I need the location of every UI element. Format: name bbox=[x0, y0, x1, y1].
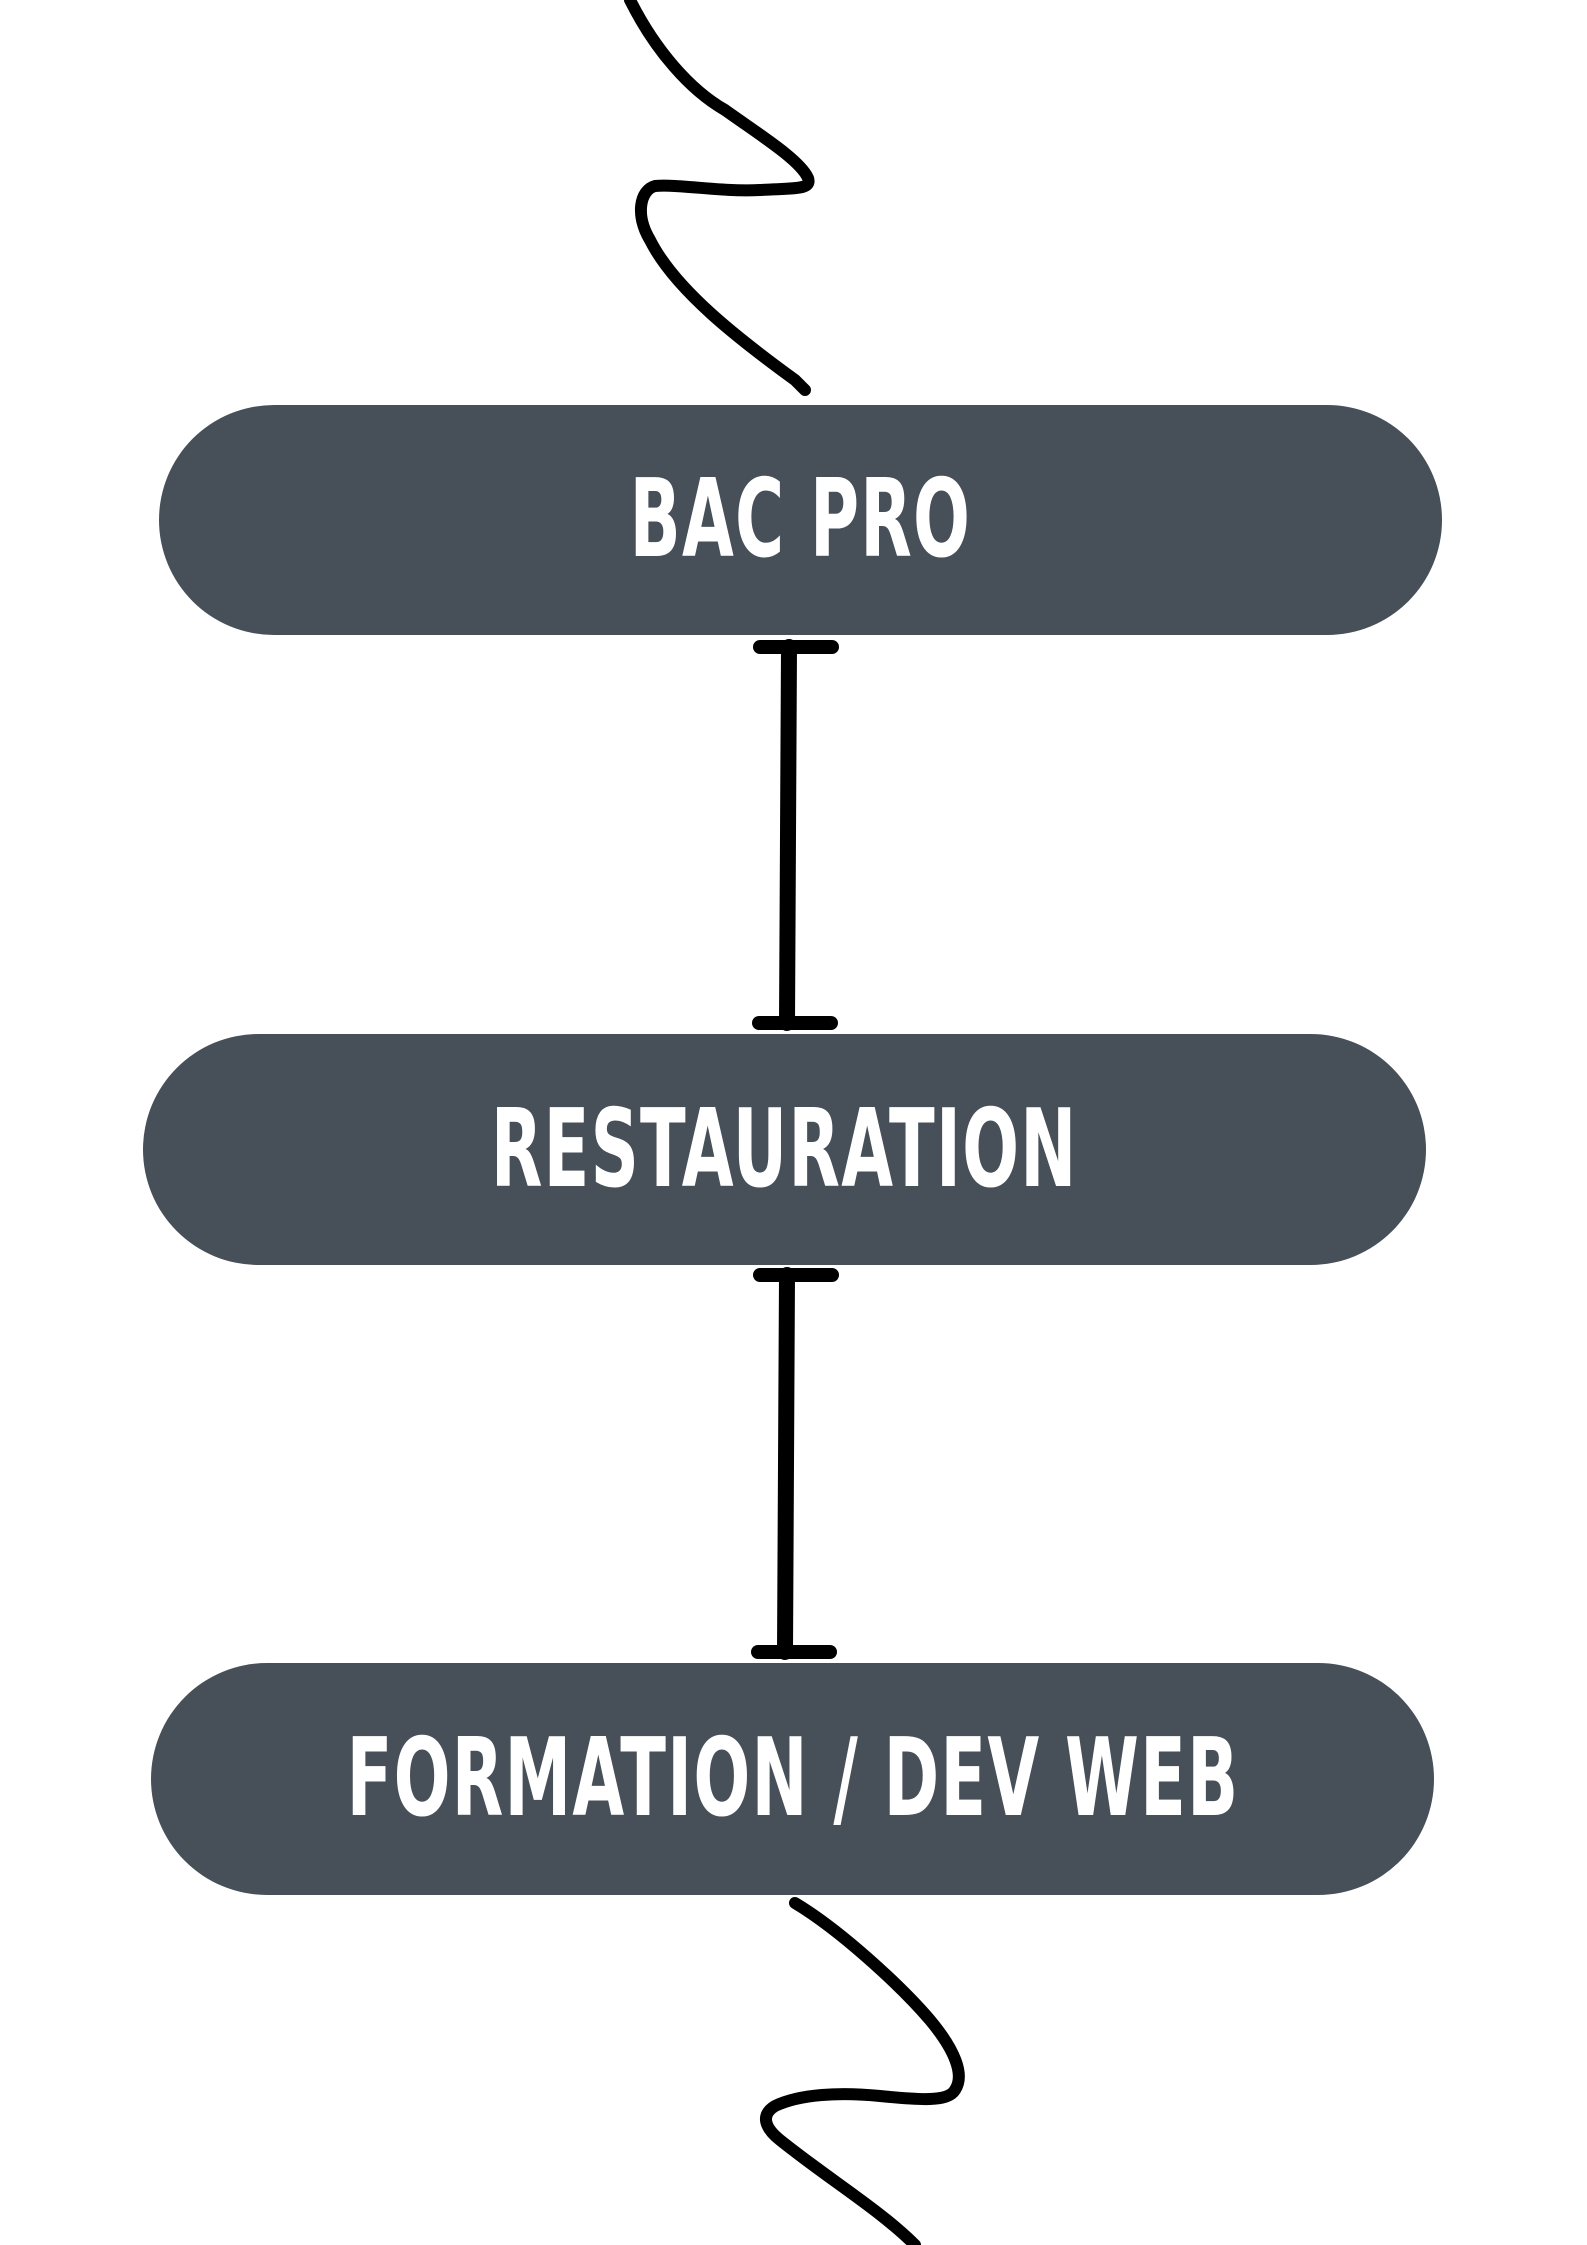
connector-1 bbox=[752, 639, 839, 1031]
connector-2 bbox=[751, 1267, 839, 1660]
step-label: FORMATION / DEV WEB bbox=[346, 1716, 1239, 1841]
step-node-formation-dev-web: FORMATION / DEV WEB bbox=[151, 1663, 1434, 1895]
squiggle-bottom bbox=[760, 1897, 965, 2245]
step-node-restauration: RESTAURATION bbox=[143, 1034, 1426, 1265]
step-node-bac-pro: BAC PRO bbox=[159, 405, 1442, 635]
step-label: RESTAURATION bbox=[491, 1086, 1078, 1212]
step-label: BAC PRO bbox=[629, 457, 972, 582]
squiggle-top bbox=[624, 0, 815, 396]
